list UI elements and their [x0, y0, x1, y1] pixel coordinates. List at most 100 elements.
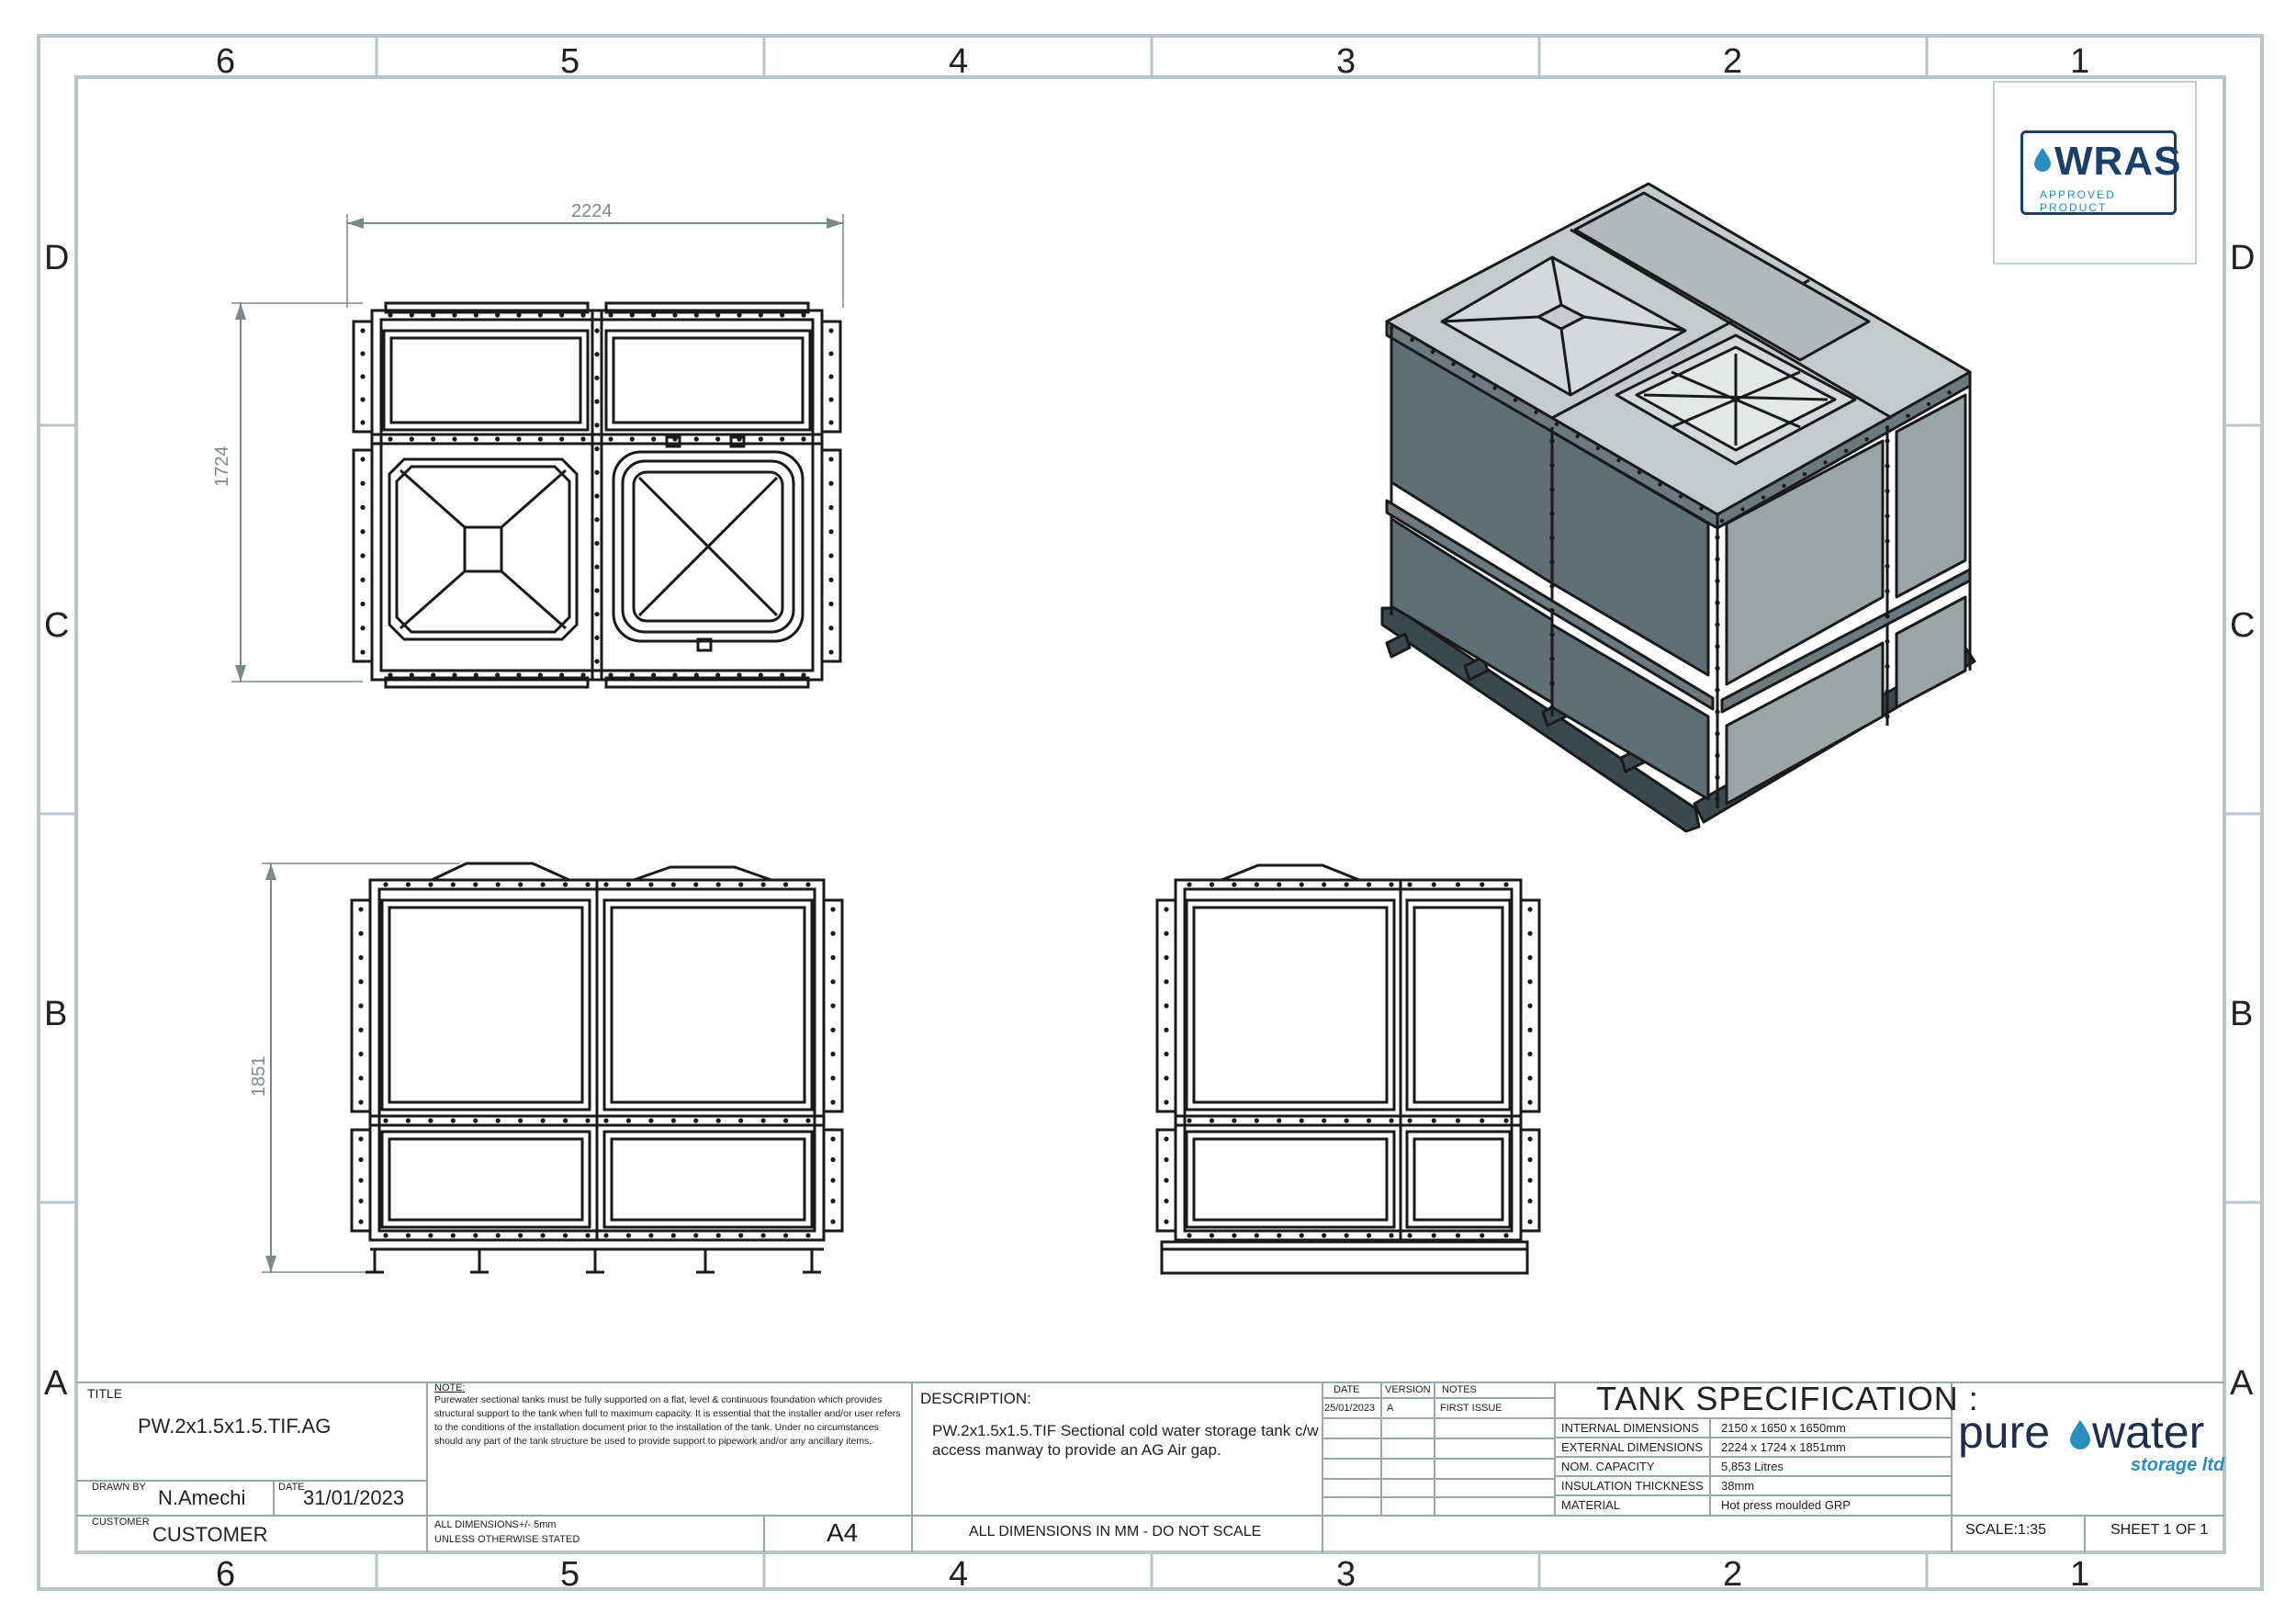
- bolt: [1715, 687, 1720, 693]
- bolt: [1366, 882, 1372, 887]
- bolt: [1322, 1233, 1327, 1238]
- bolt: [1503, 882, 1509, 887]
- bolt: [738, 1233, 744, 1238]
- bolt: [805, 1233, 811, 1238]
- customer-label: CUSTOMER: [92, 1517, 150, 1528]
- zone-row-B-left: B: [44, 995, 68, 1033]
- bolt: [594, 399, 600, 404]
- bolt: [758, 436, 763, 442]
- bolt: [670, 1118, 676, 1123]
- bolt: [559, 312, 565, 318]
- zone-col-2-top: 2: [1723, 42, 1743, 81]
- bolt: [828, 328, 834, 333]
- bolt: [625, 1233, 632, 1238]
- bolt: [1480, 1233, 1485, 1238]
- bolt: [830, 979, 836, 985]
- bolt: [693, 672, 699, 678]
- bolt: [473, 1233, 478, 1238]
- bolt: [580, 672, 586, 678]
- bolt: [1527, 1178, 1533, 1183]
- bolt: [1885, 513, 1890, 519]
- bolt: [1549, 632, 1555, 637]
- note-label: NOTE:: [434, 1382, 466, 1393]
- bolt: [830, 907, 836, 912]
- bolt: [760, 1118, 766, 1123]
- zone-row-D-right: D: [2230, 239, 2256, 277]
- bolt: [473, 436, 478, 442]
- bolt: [1527, 1136, 1533, 1142]
- bolt: [495, 312, 501, 318]
- bolt: [1389, 882, 1394, 887]
- bolt: [1527, 1027, 1533, 1032]
- bolt: [1527, 1076, 1533, 1081]
- bolt: [594, 352, 600, 357]
- bolt: [758, 672, 763, 678]
- bolt: [388, 672, 393, 678]
- wras-logo: WRAS APPROVED PRODUCT: [1993, 81, 2197, 265]
- bolt: [1554, 422, 1559, 426]
- bolt: [1322, 1118, 1327, 1123]
- rev-header-date: DATE: [1334, 1384, 1360, 1395]
- bolt: [495, 1233, 501, 1238]
- bolt: [830, 1178, 836, 1183]
- spec-label-external: EXTERNAL DIMENSIONS: [1561, 1440, 1704, 1454]
- bolt: [737, 672, 742, 678]
- spec-value-internal: 2150 x 1650 x 1650mm: [1721, 1421, 1846, 1435]
- bolt: [537, 312, 543, 318]
- bolt: [360, 577, 366, 582]
- bolt: [594, 588, 600, 593]
- rev-header-notes: NOTES: [1442, 1384, 1477, 1395]
- bolt: [1885, 689, 1890, 694]
- bolt: [1885, 488, 1890, 494]
- bolt: [360, 529, 366, 535]
- title-block-grid: [76, 1382, 2224, 1552]
- bolt: [1407, 1233, 1412, 1238]
- bolt: [830, 954, 836, 961]
- bolt: [1761, 495, 1766, 500]
- bolt: [828, 480, 834, 486]
- spec-value-capacity: 5,853 Litres: [1721, 1460, 1784, 1473]
- bolt: [1187, 882, 1192, 887]
- bolt: [760, 882, 766, 887]
- bolt: [782, 1233, 789, 1238]
- bolt: [629, 672, 635, 678]
- bolt: [473, 312, 478, 318]
- bolt: [1299, 1118, 1304, 1123]
- inner-border: [74, 75, 2226, 1554]
- bolt: [1209, 882, 1215, 887]
- bolt: [405, 1233, 411, 1238]
- bolt: [715, 1118, 721, 1123]
- bolt: [737, 312, 742, 318]
- bolt: [1344, 882, 1349, 887]
- bolt: [358, 907, 364, 912]
- bolt: [594, 611, 600, 617]
- bolt: [562, 1233, 568, 1238]
- bolt: [405, 1118, 411, 1123]
- zone-col-5-top: 5: [560, 42, 580, 81]
- bolt: [360, 328, 366, 333]
- bolt: [1885, 638, 1890, 644]
- bolt: [830, 1076, 836, 1081]
- bolt: [358, 1051, 364, 1057]
- isometric-view: [1380, 182, 1976, 833]
- bolt: [594, 517, 600, 523]
- bolt: [1164, 1100, 1169, 1105]
- bolt: [358, 979, 364, 985]
- bolt: [1658, 482, 1662, 487]
- bolt: [1885, 538, 1890, 544]
- bolt: [428, 1118, 433, 1123]
- bolt: [1431, 882, 1436, 887]
- spec-label-material: MATERIAL: [1561, 1498, 1621, 1512]
- spec-value-insulation: 38mm: [1721, 1479, 1755, 1493]
- bolt: [1947, 390, 1952, 395]
- bolt: [1715, 535, 1720, 540]
- bolt: [828, 601, 834, 607]
- bolt: [360, 504, 366, 511]
- tolerance-1: ALL DIMENSIONS+/- 5mm: [434, 1519, 557, 1530]
- bolt: [1431, 1233, 1436, 1238]
- bolt: [1715, 600, 1720, 605]
- zone-col-3-bottom: 3: [1336, 1555, 1356, 1594]
- bolt: [1527, 1198, 1533, 1204]
- bolt: [672, 312, 678, 318]
- bolt: [452, 436, 457, 442]
